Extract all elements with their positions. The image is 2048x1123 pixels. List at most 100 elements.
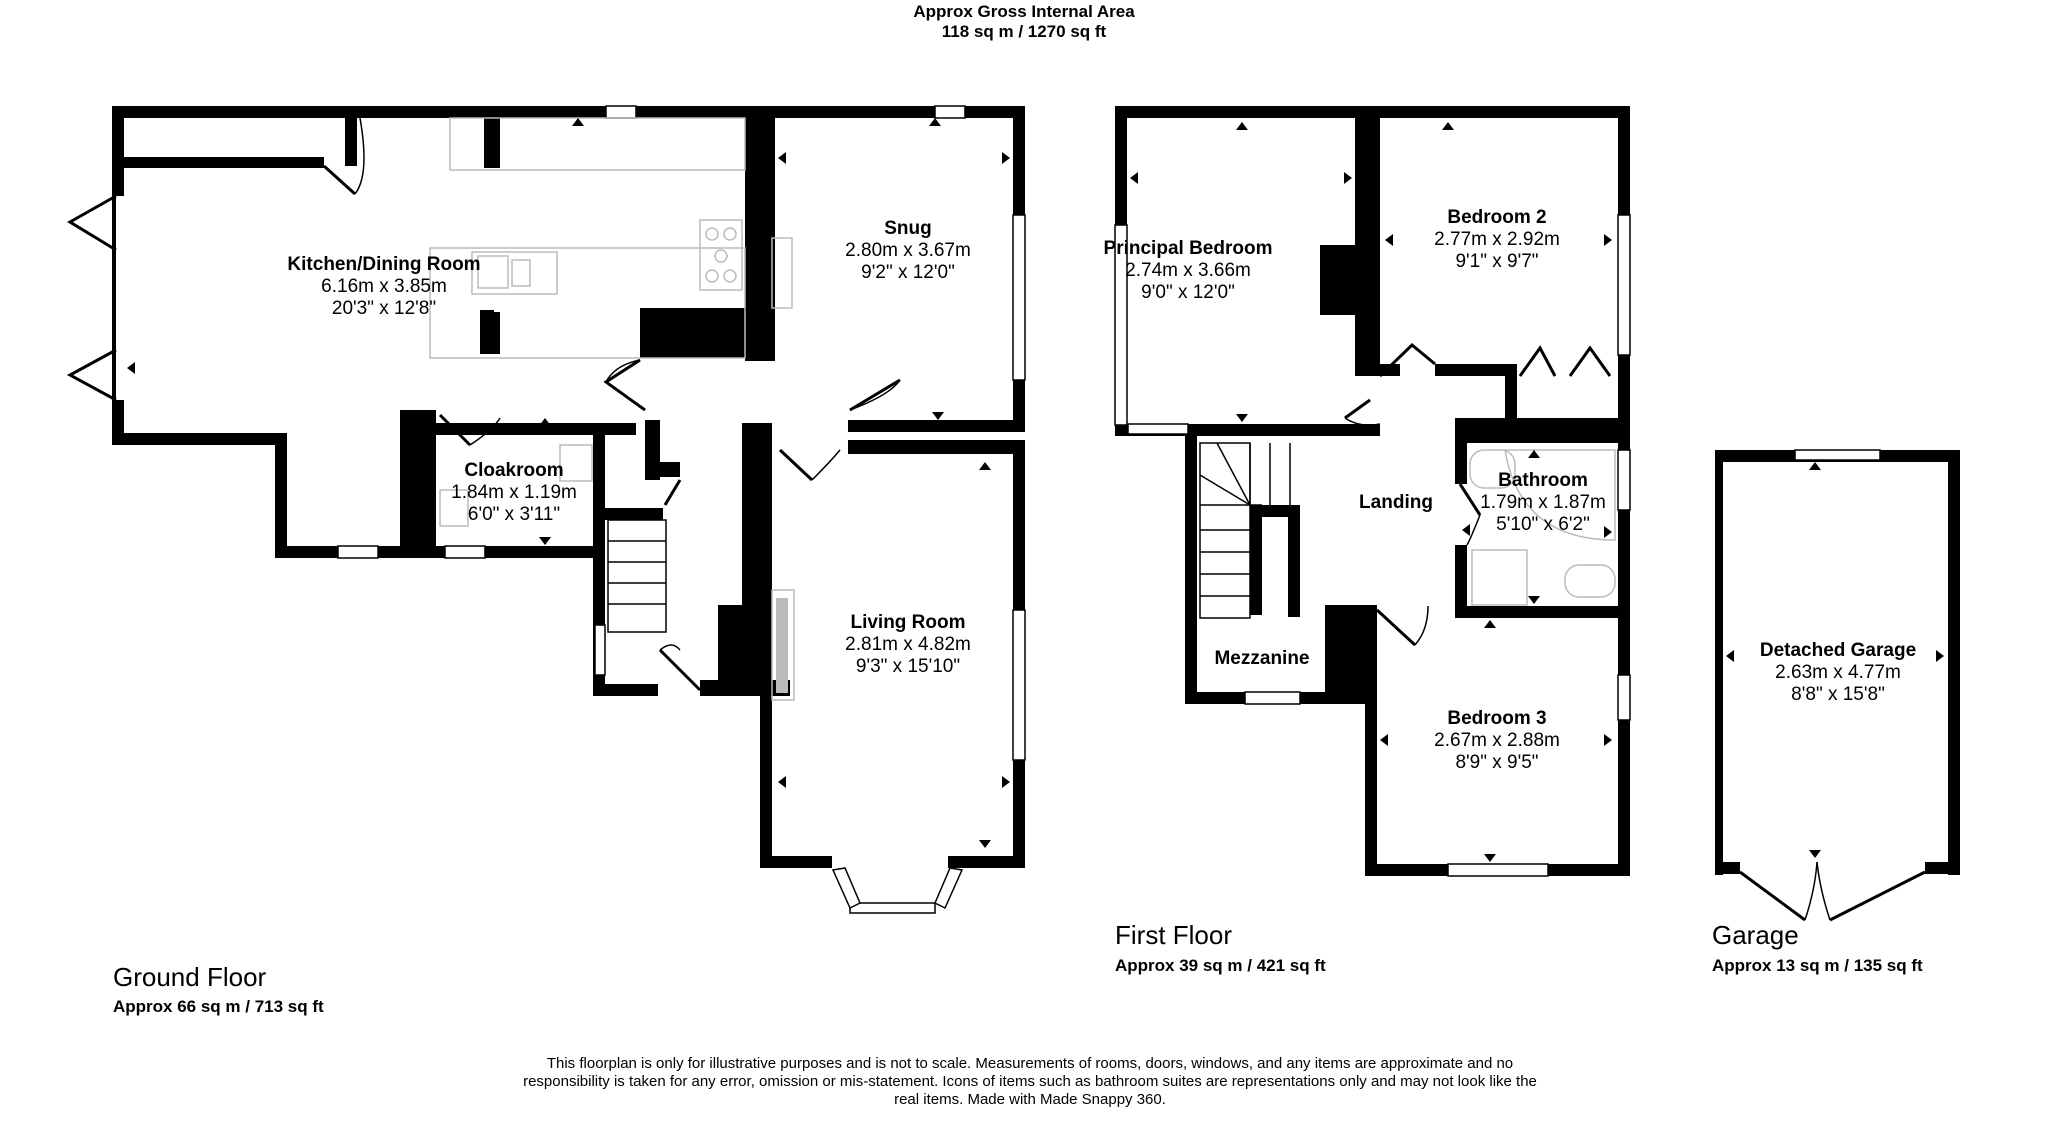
hearth <box>776 598 788 693</box>
ground-floor-area: Approx 66 sq m / 713 sq ft <box>113 997 324 1016</box>
door <box>603 358 646 412</box>
door <box>849 378 901 412</box>
room-metric: 1.84m x 1.19m <box>451 482 577 503</box>
first-floor-windows <box>1114 214 1631 877</box>
garage-title: Garage <box>1712 920 1799 950</box>
room-name: Cloakroom <box>464 460 564 481</box>
door-swings <box>354 117 901 651</box>
room-kitchen-dining: Kitchen/Dining Room 6.16m x 3.85m 20'3" … <box>287 254 480 320</box>
window <box>849 902 936 914</box>
room-bathroom: Bathroom 1.79m x 1.87m 5'10" x 6'2" <box>1480 470 1606 536</box>
fireplace <box>771 237 793 309</box>
wc-icon <box>1564 564 1616 598</box>
garage-doors <box>1739 870 1926 922</box>
window <box>934 867 964 910</box>
wall <box>124 157 324 168</box>
wall <box>645 462 680 477</box>
wall <box>1455 545 1467 617</box>
bath-icon <box>1504 449 1616 541</box>
wall <box>345 118 357 166</box>
wall <box>760 695 772 868</box>
fireplace <box>771 589 795 701</box>
room-name: Bedroom 3 <box>1447 708 1547 729</box>
wall <box>1948 450 1960 875</box>
room-name: Landing <box>1359 492 1433 513</box>
wall <box>1715 862 1740 874</box>
room-name: Bedroom 2 <box>1447 207 1547 228</box>
wall <box>848 420 1025 432</box>
room-bedroom-3: Bedroom 3 2.67m x 2.88m 8'9" x 9'5" <box>1434 708 1560 774</box>
staircase <box>607 519 667 633</box>
room-snug: Snug 2.80m x 3.67m 9'2" x 12'0" <box>845 218 971 284</box>
wall <box>760 432 770 444</box>
gross-area-value: 118 sq m / 1270 sq ft <box>941 22 1107 41</box>
wall <box>1288 505 1300 617</box>
wall <box>1505 364 1517 419</box>
wall <box>1365 605 1377 875</box>
door <box>778 448 814 482</box>
room-name: Snug <box>884 218 932 239</box>
room-name: Detached Garage <box>1759 640 1917 661</box>
window <box>444 545 486 559</box>
room-landing: Landing <box>1359 492 1433 514</box>
wall <box>1435 364 1515 376</box>
wall <box>112 106 124 196</box>
room-metric: 1.79m x 1.87m <box>1480 492 1606 513</box>
room-metric: 2.74m x 3.66m <box>1125 260 1251 281</box>
island-seat <box>482 312 500 354</box>
wall <box>1455 418 1630 443</box>
wall <box>436 423 636 435</box>
room-metric: 2.67m x 2.88m <box>1434 730 1560 751</box>
wall <box>948 856 1025 868</box>
wall <box>742 423 772 695</box>
room-imperial: 9'1" x 9'7" <box>1455 251 1539 272</box>
first-floor-staircase <box>1199 442 1291 619</box>
garage-door <box>1829 870 1926 922</box>
wall <box>112 433 287 445</box>
wardrobe-door <box>1518 345 1557 377</box>
room-bedroom-2: Bedroom 2 2.77m x 2.92m 9'1" x 9'7" <box>1434 207 1560 273</box>
sink-icon <box>471 251 558 295</box>
room-name: Kitchen/Dining Room <box>287 254 481 275</box>
kitchen-fixtures <box>429 117 795 701</box>
window <box>1114 224 1128 426</box>
room-principal-bedroom: Principal Bedroom 2.74m x 3.66m 9'0" x 1… <box>1104 238 1273 304</box>
wall <box>760 856 832 868</box>
wall <box>1115 106 1630 118</box>
wall <box>484 118 500 168</box>
room-name: Bathroom <box>1498 470 1588 491</box>
gross-area-title: Approx Gross Internal Area <box>913 2 1135 21</box>
window <box>1012 609 1026 761</box>
room-imperial: 8'9" x 9'5" <box>1455 752 1539 773</box>
wall <box>1455 418 1467 484</box>
first-floor-door-swings <box>1344 417 1481 646</box>
room-metric: 2.63m x 4.77m <box>1775 662 1901 683</box>
worktop <box>449 117 746 171</box>
wall <box>760 106 1025 118</box>
wall <box>400 410 436 558</box>
room-name: Mezzanine <box>1214 648 1310 669</box>
french-door <box>67 194 117 252</box>
gross-area-header: Approx Gross Internal Area 118 sq m / 12… <box>0 2 2048 42</box>
measurement-arrows <box>127 118 1944 862</box>
wall <box>275 433 287 558</box>
room-metric: 2.81m x 4.82m <box>845 634 971 655</box>
shower-icon <box>1471 549 1528 606</box>
window <box>337 545 379 559</box>
window <box>594 624 606 676</box>
door <box>438 413 472 447</box>
garage-area: Approx 13 sq m / 135 sq ft <box>1712 956 1923 975</box>
window <box>1012 214 1026 381</box>
window <box>1244 691 1301 705</box>
room-mezzanine: Mezzanine <box>1214 648 1309 670</box>
door <box>1458 483 1482 516</box>
room-metric: 2.80m x 3.67m <box>845 240 971 261</box>
wall <box>760 340 772 360</box>
ground-floor-title: Ground Floor <box>113 962 267 992</box>
room-imperial: 9'3" x 15'10" <box>855 656 961 677</box>
basin-icon <box>559 444 593 482</box>
window <box>1447 863 1549 877</box>
window <box>1617 214 1631 356</box>
room-name: Principal Bedroom <box>1103 238 1273 259</box>
